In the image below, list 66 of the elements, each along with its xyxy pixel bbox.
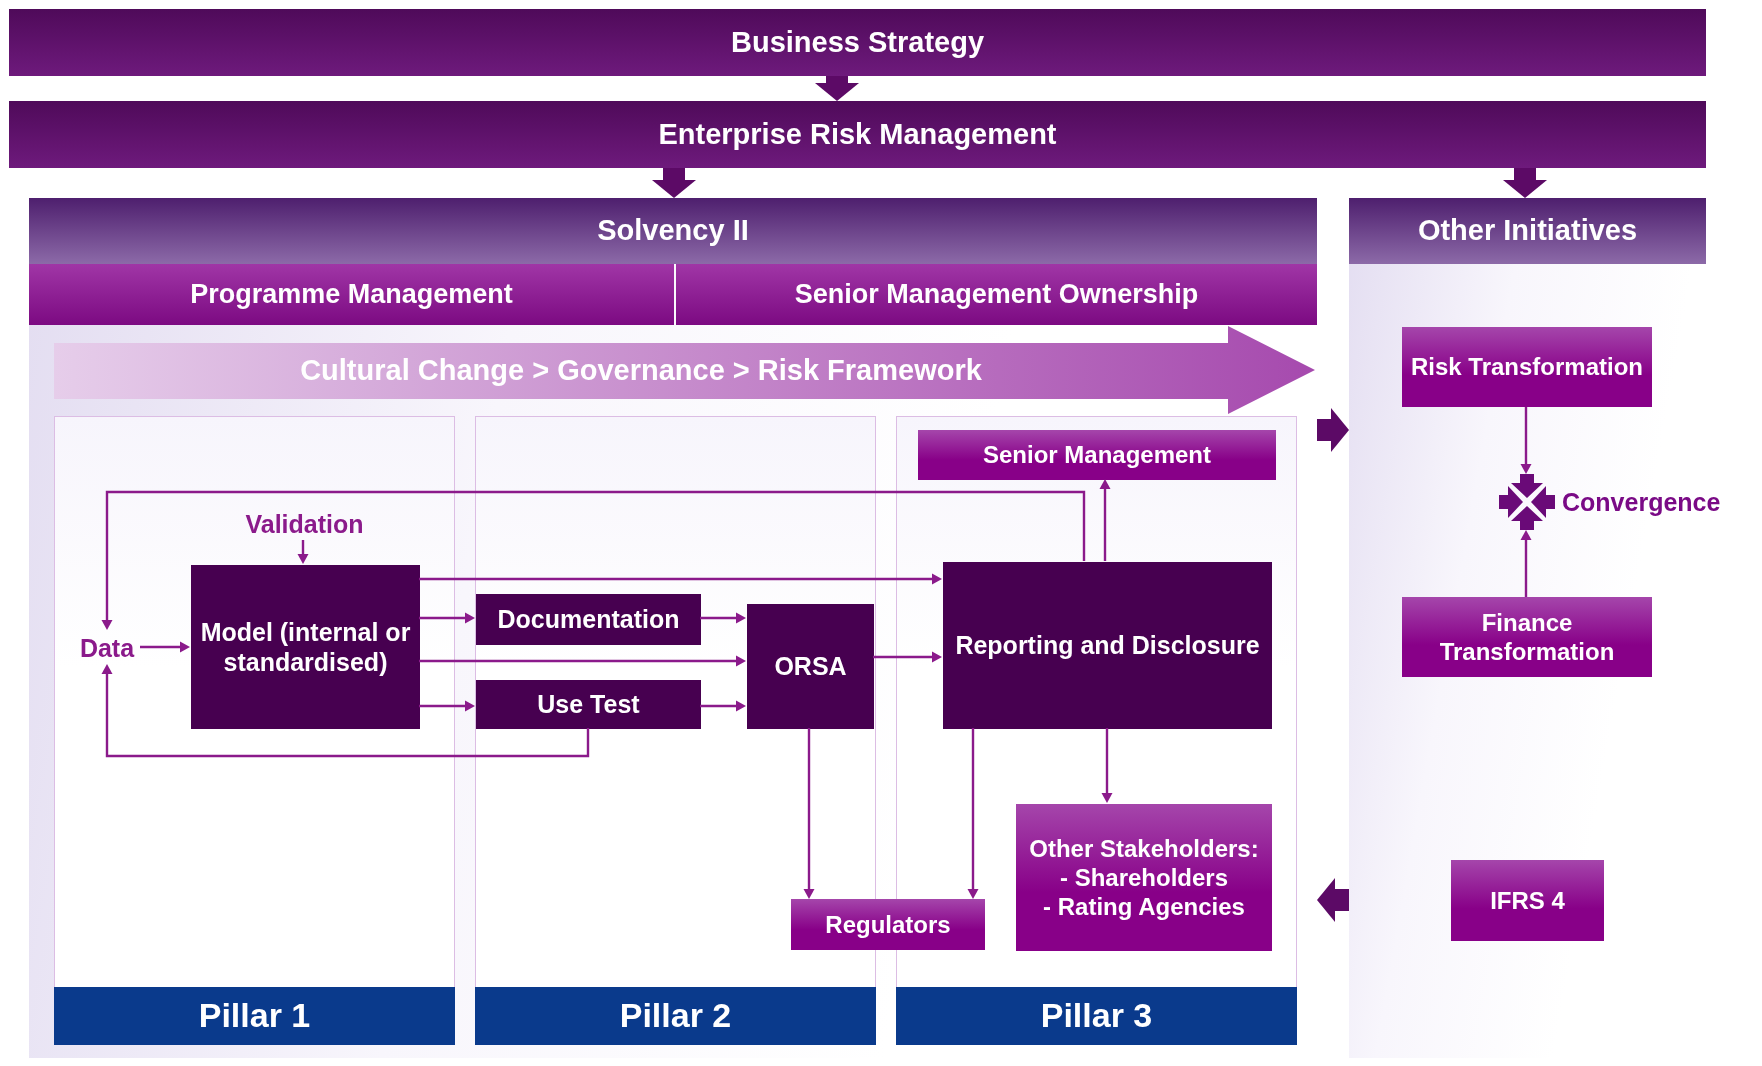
block-arrow bbox=[652, 168, 696, 198]
block-arrow bbox=[1317, 878, 1349, 922]
arrow bbox=[419, 573, 942, 585]
arrow bbox=[873, 651, 942, 663]
flow-label: Data bbox=[79, 632, 135, 664]
panel-title: Solvency II bbox=[29, 198, 1317, 264]
arrow bbox=[700, 700, 746, 712]
arrow bbox=[803, 728, 815, 899]
header-bar bbox=[676, 264, 1317, 325]
arrow bbox=[967, 728, 979, 899]
pillar-label: Pillar 2 bbox=[475, 987, 876, 1045]
block-arrow bbox=[815, 76, 859, 101]
arrow bbox=[297, 540, 309, 564]
banner-title: Enterprise Risk Management bbox=[658, 116, 1057, 152]
block-arrow bbox=[1317, 408, 1349, 452]
banner-arrow bbox=[54, 326, 1315, 414]
process-box bbox=[918, 430, 1276, 480]
process-box bbox=[1016, 804, 1272, 951]
process-box bbox=[791, 899, 985, 950]
box-label: Finance Transformation bbox=[1438, 607, 1616, 667]
process-box bbox=[943, 562, 1272, 729]
box-label: - Shareholders bbox=[1059, 862, 1228, 893]
convergence-label: Convergence bbox=[1562, 487, 1721, 517]
arrow bbox=[140, 641, 190, 653]
arrow bbox=[101, 490, 1086, 630]
pillar-column bbox=[54, 416, 455, 1045]
box-label: IFRS 4 bbox=[1490, 885, 1565, 916]
pillar-label: Pillar 3 bbox=[896, 987, 1297, 1045]
arrow bbox=[419, 612, 475, 624]
arrow bbox=[1520, 530, 1532, 597]
process-box bbox=[476, 680, 701, 729]
arrow bbox=[700, 612, 746, 624]
process-box bbox=[1402, 597, 1652, 677]
box-label: Regulators bbox=[825, 909, 951, 940]
arrow bbox=[1520, 407, 1532, 474]
process-box bbox=[191, 565, 420, 729]
process-box bbox=[476, 594, 701, 645]
box-label: Model (internal or standardised) bbox=[199, 616, 412, 678]
box-label: Senior Management bbox=[982, 440, 1211, 470]
arrow bbox=[101, 664, 590, 758]
process-box bbox=[1402, 327, 1652, 407]
header-bar bbox=[29, 264, 674, 325]
arrow bbox=[1101, 728, 1113, 803]
box-label: Reporting and Disclosure bbox=[955, 630, 1260, 661]
banner-text: Cultural Change > Governance > Risk Framework bbox=[299, 353, 983, 389]
box-label: ORSA bbox=[774, 651, 847, 682]
box-label: - Rating Agencies bbox=[1043, 892, 1245, 922]
header-title: Programme Management bbox=[190, 278, 513, 311]
panel-title: Other Initiatives bbox=[1349, 198, 1706, 264]
header-title: Senior Management Ownership bbox=[794, 278, 1199, 311]
box-label: Use Test bbox=[537, 689, 640, 720]
box-label: Risk Transformation bbox=[1410, 352, 1644, 382]
banner-title: Business Strategy bbox=[730, 24, 984, 60]
block-arrow bbox=[1503, 168, 1547, 198]
flow-label: Validation bbox=[245, 508, 364, 540]
arrow bbox=[419, 655, 746, 667]
banner bbox=[9, 9, 1706, 76]
arrow bbox=[419, 700, 475, 712]
section-panel bbox=[29, 198, 1317, 1058]
box-label: Other Stakeholders: bbox=[1029, 833, 1259, 863]
box-label: Documentation bbox=[497, 604, 680, 635]
process-box bbox=[747, 604, 874, 729]
process-box bbox=[1451, 860, 1604, 941]
banner bbox=[9, 101, 1706, 168]
arrow bbox=[1099, 479, 1111, 561]
pillar-label: Pillar 1 bbox=[54, 987, 455, 1045]
